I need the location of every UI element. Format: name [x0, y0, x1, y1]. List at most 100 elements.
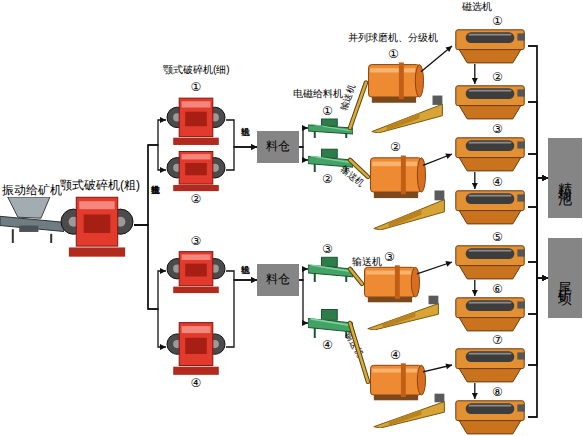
flow-arrow	[226, 271, 257, 283]
electromagnetic-feeder-illustration	[308, 118, 353, 138]
callout-number: ③	[166, 234, 226, 248]
belt-conveyor	[350, 160, 368, 177]
crusher-body	[179, 152, 213, 185]
separator-body	[456, 246, 524, 266]
box-label: 尾矿坝	[556, 271, 574, 286]
flow-arrow	[226, 120, 257, 150]
separator-motor	[517, 404, 525, 411]
flow-line	[421, 46, 452, 72]
magnetic-separator: ⑧	[452, 385, 528, 435]
arrowhead	[251, 144, 257, 150]
arrowhead	[542, 175, 548, 181]
crusher-base	[173, 367, 219, 375]
fine-jaw-crusher: ②	[166, 148, 226, 206]
magnetic-separator-illustration	[452, 28, 528, 64]
flow-line	[134, 225, 166, 309]
mill-end	[415, 65, 423, 97]
arrowhead	[472, 183, 478, 189]
magnetic-separator: ②	[452, 70, 528, 120]
crusher-base	[173, 185, 219, 191]
crusher-body	[179, 323, 213, 366]
magnetic-separator: ④	[452, 175, 528, 225]
magnetic-separator: ⑤	[452, 230, 528, 280]
flow-line	[226, 120, 257, 147]
separator-motor	[517, 352, 525, 359]
flow-arrow	[528, 46, 548, 181]
highlight	[79, 201, 115, 209]
flow-arrow	[421, 46, 452, 72]
highlight	[469, 195, 512, 197]
magnetic-separator-illustration	[452, 189, 528, 225]
flow-arrow	[134, 117, 166, 225]
flow-line	[474, 172, 475, 189]
mill-cylinder	[371, 158, 422, 192]
callout-number: ①	[362, 47, 444, 61]
classifier-trough	[389, 410, 422, 427]
fine-jaw-crusher: ③	[166, 234, 226, 294]
flow-line	[528, 178, 548, 314]
feeder-trough	[0, 216, 64, 231]
flow-line	[134, 145, 166, 225]
group-label: 磁选机	[462, 1, 492, 12]
flow-line	[528, 178, 548, 207]
flow-arrow	[528, 175, 548, 417]
separator-body	[456, 86, 524, 106]
magnetic-separator-illustration	[452, 399, 528, 435]
separator-drum	[466, 193, 515, 204]
callout-number: ④	[166, 376, 226, 390]
highlight	[469, 250, 512, 252]
flow-arrow	[226, 277, 257, 347]
arrowhead	[302, 320, 308, 326]
highlight	[469, 90, 512, 92]
arrowhead	[472, 78, 478, 84]
highlight	[469, 302, 512, 304]
belt-edge	[350, 269, 362, 284]
flow-arrow	[528, 175, 548, 262]
highlight	[372, 369, 417, 373]
arrowhead	[160, 268, 166, 274]
arrowhead	[445, 153, 452, 159]
ball-mill-illustration	[358, 264, 440, 330]
flow-line	[134, 120, 166, 225]
fine-jaw-crusher-illustration	[166, 318, 226, 376]
magnetic-separator: ①	[452, 14, 528, 64]
conveyor-label: 输送机	[342, 331, 364, 359]
spiral-classifier	[368, 304, 439, 330]
arrowhead	[302, 125, 308, 131]
flow-arrow	[528, 207, 548, 281]
crusher-base	[173, 287, 219, 293]
callout-number: ②	[452, 70, 528, 84]
flow-line	[299, 269, 308, 280]
flow-arrow	[528, 102, 548, 281]
flow-line	[226, 271, 257, 280]
separator-motor	[517, 89, 525, 96]
callout-number: ②	[364, 140, 446, 154]
group-label: 并列球磨机、分级机	[348, 32, 438, 43]
magnet-box	[322, 119, 338, 126]
flow-arrow	[423, 364, 452, 372]
flow-arrow	[472, 383, 478, 399]
vibrator-motor	[19, 226, 38, 232]
flow-line	[528, 278, 548, 314]
crusher-body	[179, 98, 213, 136]
separator-drum	[466, 351, 515, 362]
mill-end	[417, 158, 425, 192]
callout-number: ④	[364, 348, 446, 362]
arrowhead	[251, 277, 257, 283]
fine-jaw-crusher-illustration	[166, 148, 226, 192]
flow-line	[528, 154, 548, 278]
magnetic-separator: ⑦	[452, 333, 528, 383]
highlight	[310, 155, 350, 163]
arrowhead	[445, 261, 452, 267]
highlight	[182, 154, 211, 159]
magnetic-separator-illustration	[452, 84, 528, 120]
magnetic-separator-illustration	[452, 296, 528, 332]
callout-number: ③	[308, 242, 353, 256]
callout-number: ⑦	[452, 333, 528, 347]
flow-arrow	[528, 275, 548, 365]
crusher-mouth	[185, 163, 207, 175]
flow-arrow	[299, 266, 308, 280]
belt-surface	[350, 83, 366, 128]
callout-number: ③	[452, 122, 528, 136]
